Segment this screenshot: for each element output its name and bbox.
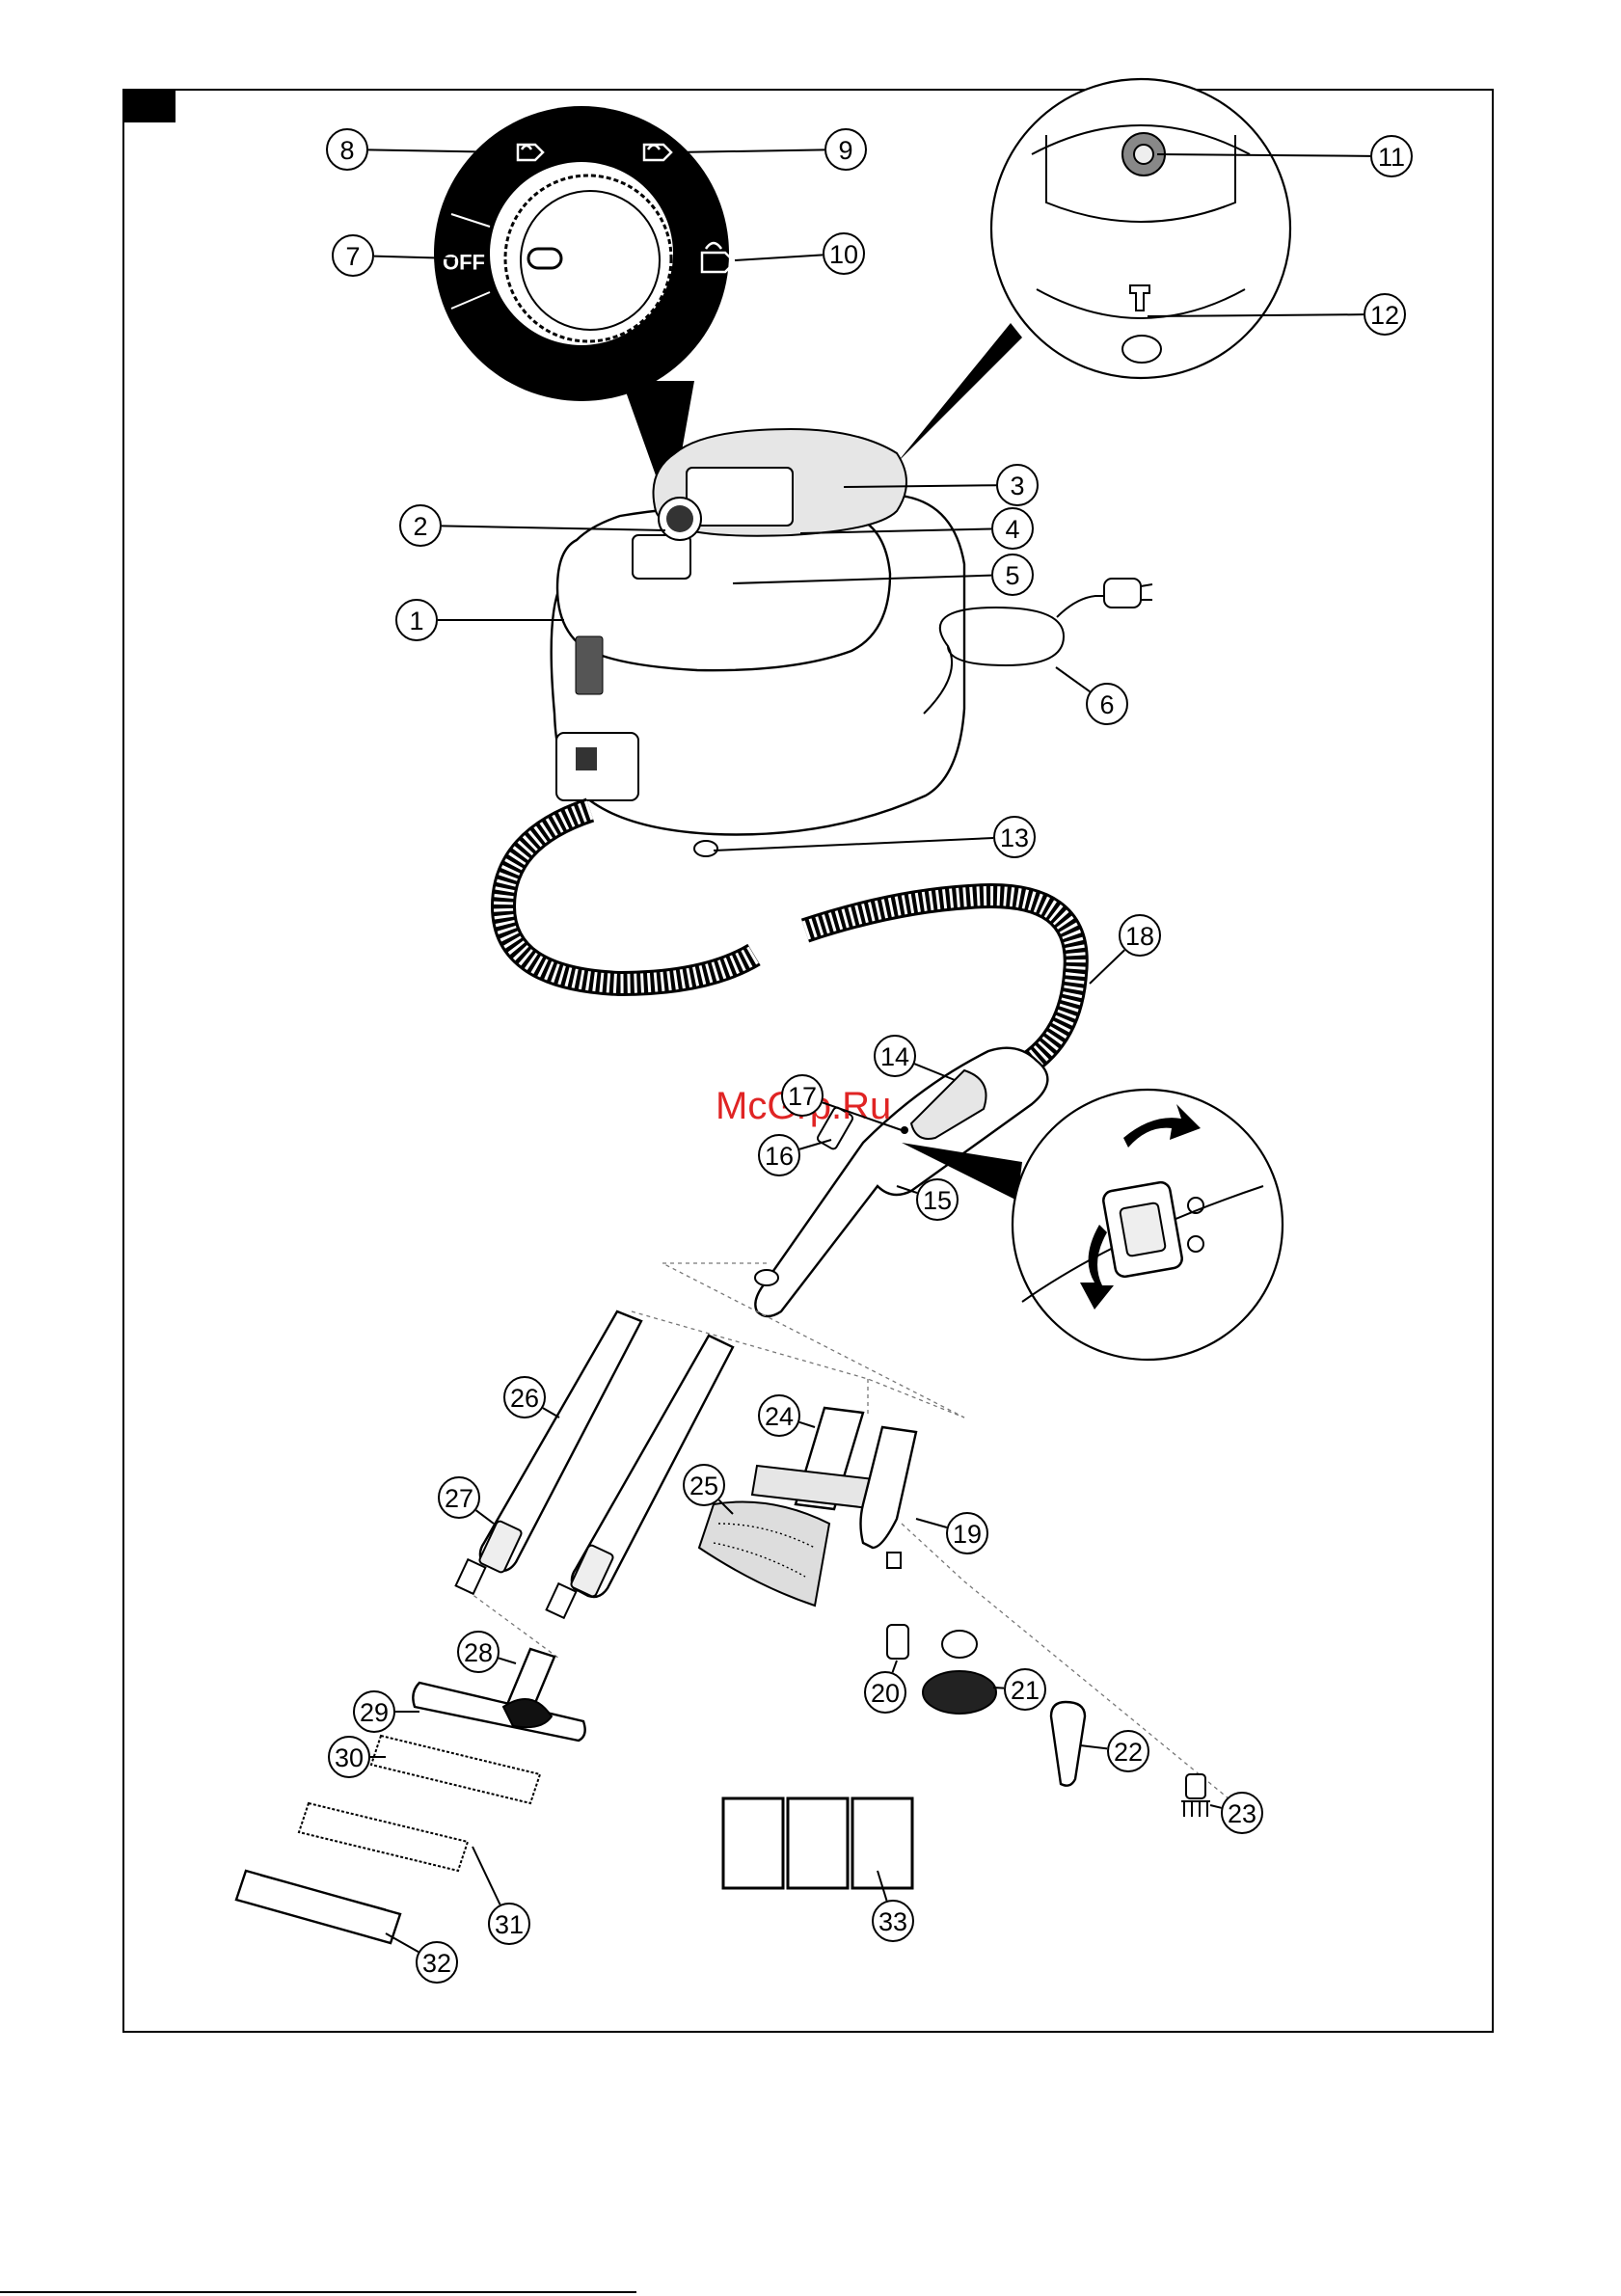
callout-leader — [799, 1422, 815, 1427]
callout-leader — [893, 1661, 897, 1672]
callout-leader — [499, 1658, 516, 1663]
off-label: OFF — [443, 251, 485, 275]
callout-10: 10 — [735, 233, 864, 274]
callout-number: 33 — [878, 1907, 907, 1936]
callout-number: 25 — [689, 1472, 718, 1500]
callout-leader — [476, 1510, 494, 1524]
detail-nozzle — [861, 1427, 917, 1568]
detail-accessories — [887, 1625, 1210, 1817]
callout-number: 11 — [1378, 143, 1405, 172]
callout-number: 28 — [464, 1638, 493, 1667]
callout-number: 2 — [413, 512, 427, 541]
callout-number: 12 — [1370, 301, 1399, 330]
callout-number: 5 — [1005, 561, 1019, 590]
callout-leader — [543, 1408, 559, 1418]
callout-number: 10 — [829, 240, 858, 269]
callout-number: 4 — [1005, 515, 1019, 544]
steam-cleaner-main-unit — [552, 429, 964, 856]
callout-leader — [916, 1519, 947, 1527]
callout-number: 23 — [1228, 1799, 1256, 1828]
callout-leader — [914, 1064, 955, 1080]
callout-number: 3 — [1010, 472, 1024, 500]
figure-frame — [123, 90, 1493, 2032]
callout-29: 29 — [354, 1691, 419, 1732]
callout-leader — [1080, 1745, 1107, 1748]
callout-number: 26 — [510, 1384, 539, 1413]
callout-number: 18 — [1125, 922, 1154, 951]
callout-14: 14 — [875, 1036, 955, 1080]
microfibre-brush-cover — [699, 1502, 829, 1607]
cleaning-cloths — [723, 1798, 912, 1888]
callout-number: 17 — [788, 1082, 817, 1111]
callout-1: 1 — [396, 600, 564, 640]
callout-number: 6 — [1099, 690, 1114, 719]
callout-number: 29 — [360, 1698, 389, 1727]
callout-leader — [735, 255, 823, 260]
round-brush-icon — [923, 1631, 996, 1714]
callout-23: 23 — [1210, 1793, 1262, 1833]
callout-number: 32 — [422, 1949, 451, 1978]
callout-32: 32 — [386, 1933, 457, 1983]
callout-number: 8 — [339, 136, 354, 165]
callout-21: 21 — [993, 1669, 1045, 1710]
callout-number: 27 — [445, 1484, 473, 1513]
callout-leader — [1210, 1805, 1222, 1808]
callout-9: 9 — [675, 129, 866, 170]
callout-leader — [675, 149, 824, 152]
callout-number: 21 — [1011, 1676, 1040, 1705]
callout-leader — [1056, 667, 1090, 691]
corner-tab — [123, 90, 176, 122]
callout-31: 31 — [473, 1847, 529, 1944]
callout-26: 26 — [504, 1377, 559, 1418]
callout-30: 30 — [329, 1737, 386, 1777]
callout-number: 13 — [1000, 824, 1029, 852]
callout-leader — [714, 838, 993, 851]
callout-number: 15 — [923, 1186, 952, 1215]
callout-number: 9 — [838, 136, 852, 165]
callout-18: 18 — [1090, 915, 1160, 984]
callout-22: 22 — [1080, 1731, 1148, 1771]
callout-24: 24 — [759, 1395, 815, 1436]
callout-number: 7 — [345, 242, 360, 271]
callout-leader — [473, 1847, 500, 1904]
extension-tubes — [456, 1311, 733, 1618]
callout-28: 28 — [458, 1632, 516, 1672]
rear-detail — [897, 79, 1290, 463]
callout-leader — [1090, 950, 1124, 984]
callout-25: 25 — [684, 1465, 733, 1514]
callout-20: 20 — [865, 1661, 905, 1713]
callout-number: 16 — [765, 1142, 794, 1171]
callout-number: 20 — [871, 1679, 900, 1708]
callout-number: 24 — [765, 1402, 794, 1431]
callout-number: 1 — [409, 607, 423, 635]
steam-hose — [503, 810, 1076, 1070]
floor-nozzle-set — [236, 1649, 585, 1943]
callout-number: 30 — [335, 1743, 364, 1772]
callout-27: 27 — [439, 1477, 494, 1524]
callout-number: 14 — [880, 1042, 909, 1071]
callout-number: 31 — [495, 1910, 524, 1939]
callout-number: 22 — [1114, 1738, 1143, 1767]
callout-6: 6 — [1056, 667, 1127, 724]
callout-number: 19 — [953, 1520, 982, 1549]
